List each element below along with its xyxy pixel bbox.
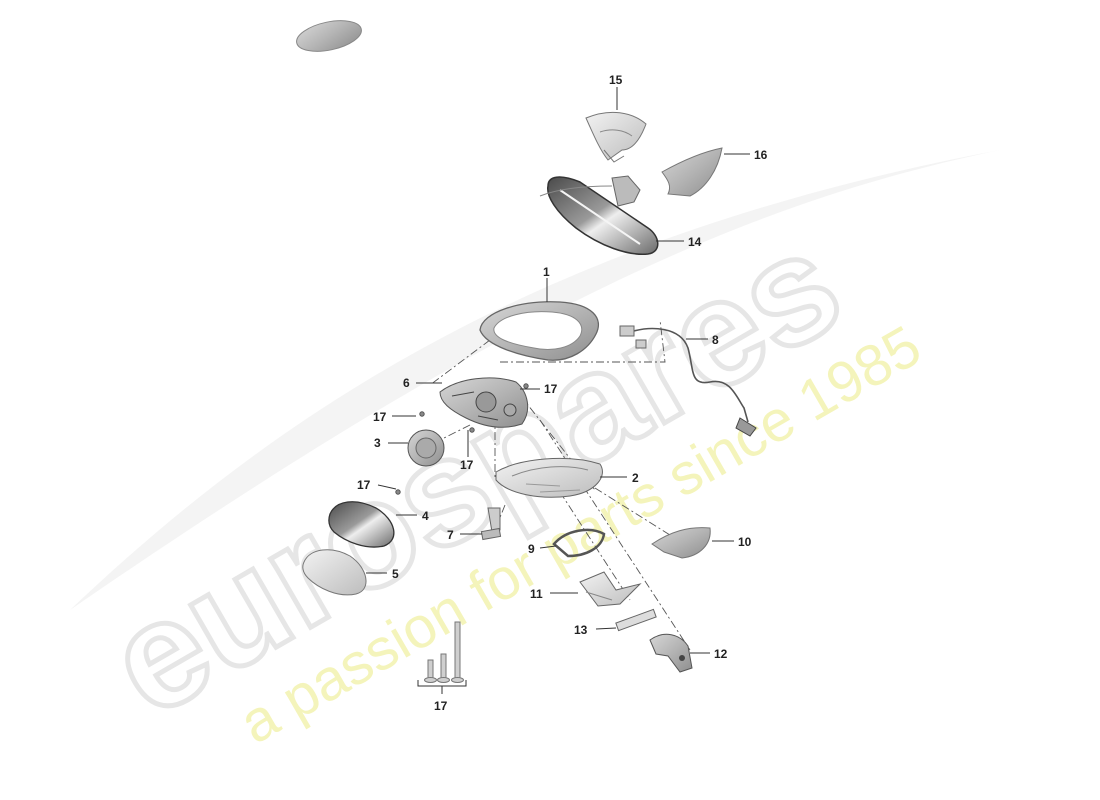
callout-6: 6: [403, 376, 410, 390]
callout-4: 4: [422, 509, 429, 523]
part-15-bracket: [585, 111, 647, 163]
part-13-lamp: [615, 608, 657, 632]
assembly-lines: [419, 319, 691, 651]
callout-12: 12: [714, 647, 728, 661]
bracket-17-group: [417, 680, 467, 694]
callout-17-c: 17: [460, 458, 474, 472]
screws-17: [395, 383, 529, 495]
callout-10: 10: [738, 535, 752, 549]
callout-15: 15: [609, 73, 623, 87]
callout-9: 9: [528, 542, 535, 556]
part-10-lower-cover: [651, 527, 711, 559]
part-5-mirror-glass: [302, 549, 367, 596]
part-6-adjuster: [439, 377, 529, 428]
callout-16: 16: [754, 148, 768, 162]
part-2-housing: [495, 457, 603, 498]
callout-8: 8: [712, 333, 719, 347]
callout-11: 11: [530, 587, 543, 601]
callout-17-e: 17: [434, 699, 448, 713]
callout-7: 7: [447, 528, 454, 542]
callout-labels: 15 16 14 1 8 6 17 17 3 17 17 2 4 7 9 10 …: [357, 73, 768, 713]
part-9-gasket: [552, 528, 606, 558]
part-3-motor: [407, 429, 445, 467]
callout-5: 5: [392, 567, 399, 581]
callout-13: 13: [574, 623, 588, 637]
cap-part: [296, 20, 362, 52]
part-12-bracket: [649, 633, 693, 673]
leader-lines: [366, 87, 750, 654]
part-4-mirror-glass: [328, 501, 395, 548]
part-7-turn-signal: [480, 507, 502, 541]
part-11-lower-housing: [579, 571, 642, 607]
watermark: eurospares a passion for parts since 198…: [70, 150, 1000, 756]
callout-17-b: 17: [373, 410, 387, 424]
part-1-mirror-cap: [479, 301, 600, 361]
part-14-inner-mirror: [539, 175, 659, 255]
callout-1: 1: [543, 265, 550, 279]
callout-3: 3: [374, 436, 381, 450]
callout-17-d: 17: [357, 478, 371, 492]
callout-14: 14: [688, 235, 702, 249]
callout-2: 2: [632, 471, 639, 485]
part-8-wiring-harness: [619, 325, 757, 437]
part-16-cover: [661, 147, 723, 197]
part-17-screw-set: [424, 621, 464, 683]
callout-17-a: 17: [544, 382, 558, 396]
